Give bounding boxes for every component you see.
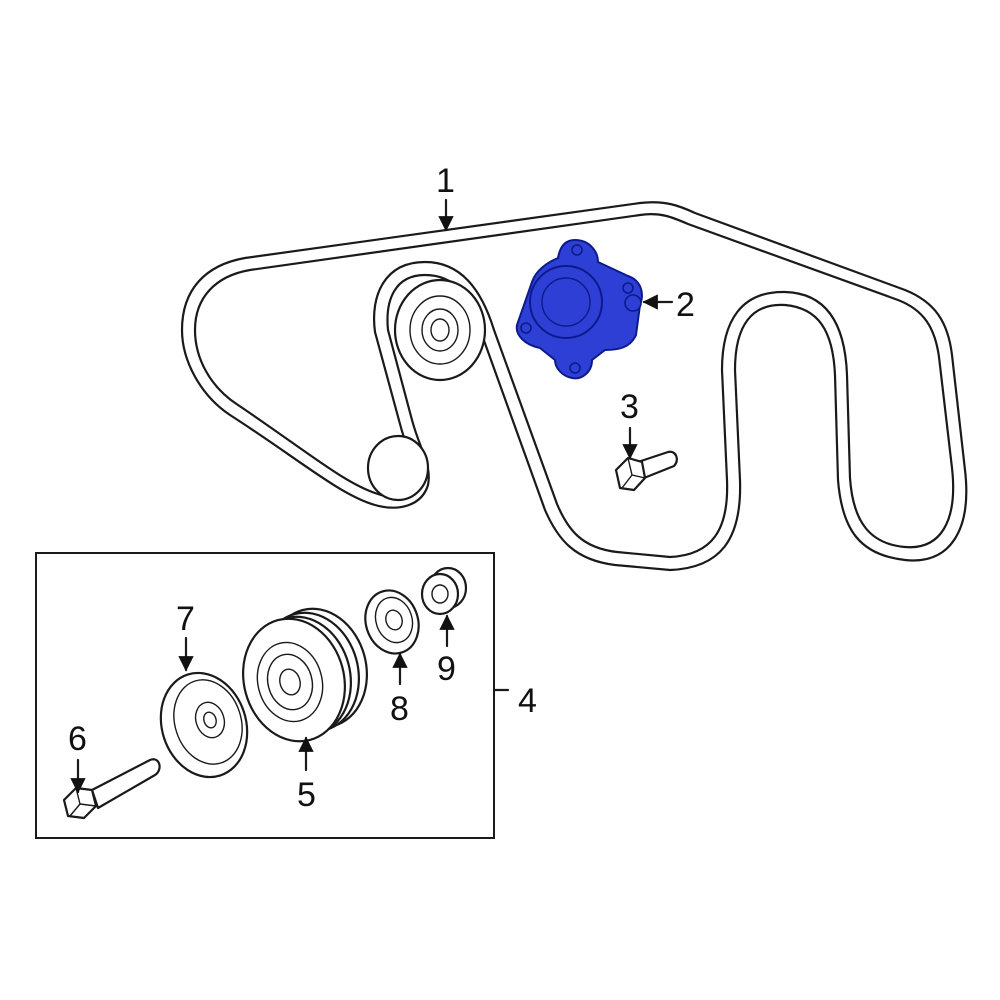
callout-8: 8 (390, 690, 409, 728)
callout-6: 6 (68, 720, 87, 758)
idler-pulley-upper (393, 278, 487, 382)
belt-tensioner[interactable] (515, 238, 643, 380)
tensioner-mount-hole-left (520, 322, 532, 334)
tensioner-inner (541, 277, 591, 327)
idler-pulley-lower (366, 434, 430, 502)
pulley-washer[interactable] (357, 584, 426, 661)
tensioner-mount-hole-bottom (569, 362, 581, 374)
callout-1: 1 (436, 162, 455, 200)
pulley-dust-shield[interactable] (148, 662, 261, 789)
tensioner-boss (624, 294, 642, 312)
leader-lines (70, 198, 674, 794)
callout-9: 9 (437, 650, 456, 688)
tensioner-mount-hole-right (622, 282, 634, 294)
pulley-spacer[interactable] (420, 566, 468, 616)
tensioner-bolt[interactable] (614, 450, 678, 492)
idler-bolt[interactable] (62, 758, 161, 820)
tensioner-mount-hole-top (571, 244, 583, 256)
callout-2: 2 (676, 286, 695, 324)
idler-pulley[interactable] (230, 598, 380, 753)
callout-5: 5 (297, 776, 316, 814)
callout-4: 4 (518, 682, 537, 720)
callout-7: 7 (176, 600, 195, 638)
callout-3: 3 (620, 388, 639, 426)
idler-assembly-box (35, 552, 495, 839)
serpentine-belt[interactable] (180, 201, 968, 572)
